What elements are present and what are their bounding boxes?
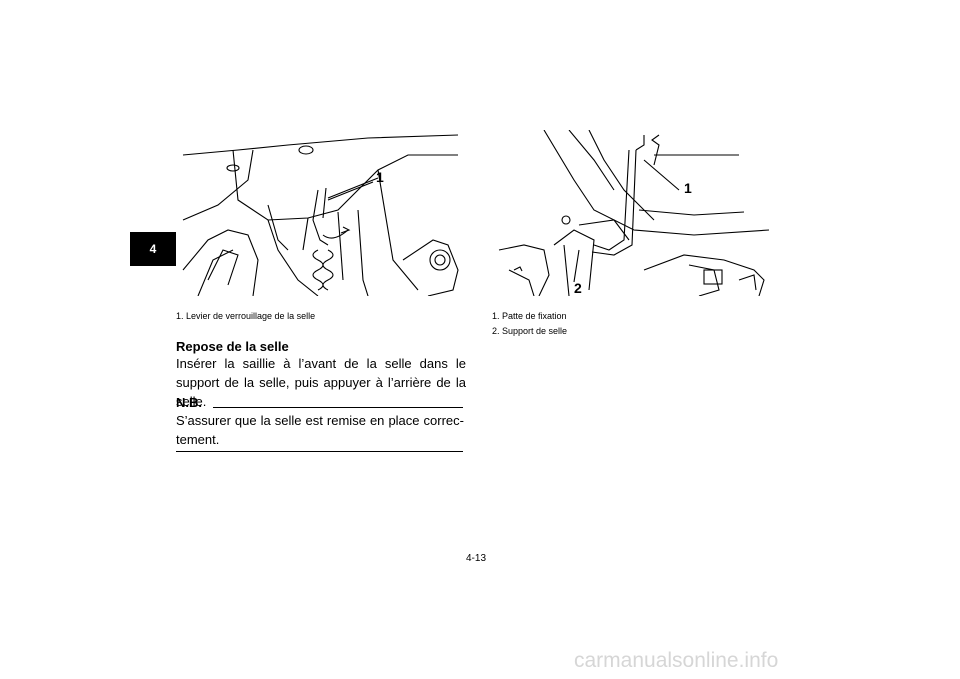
note-divider-bottom — [176, 451, 463, 452]
seat-lock-lever-illustration: 1 — [182, 134, 459, 296]
callout-1: 1 — [684, 180, 692, 196]
callout-2: 2 — [574, 280, 582, 296]
callout-1: 1 — [376, 169, 384, 185]
note-label: N.B. — [176, 395, 202, 410]
left-figure-caption: 1. Levier de verrouillage de la selle — [176, 309, 315, 324]
caption-item: 1. Patte de fixation — [492, 311, 567, 321]
right-figure-caption: 1. Patte de fixation 2. Support de selle — [492, 309, 567, 339]
note-divider-top — [213, 407, 463, 408]
seat-bracket-illustration: 1 2 — [498, 130, 769, 296]
chapter-tab: 4 — [130, 232, 176, 266]
watermark: carmanualsonline.info — [574, 649, 779, 672]
caption-item: 2. Support de selle — [492, 326, 568, 336]
chapter-tab-label: 4 — [149, 242, 157, 256]
caption-item: 1. Levier de verrouillage de la selle — [176, 311, 316, 321]
note-text: S’assurer que la selle est remise en pla… — [176, 413, 464, 447]
page-number: 4-13 — [466, 553, 487, 564]
section-body: Insérer la saillie à l’avant de la selle… — [176, 356, 466, 409]
section-heading: Repose de la selle — [176, 339, 289, 354]
